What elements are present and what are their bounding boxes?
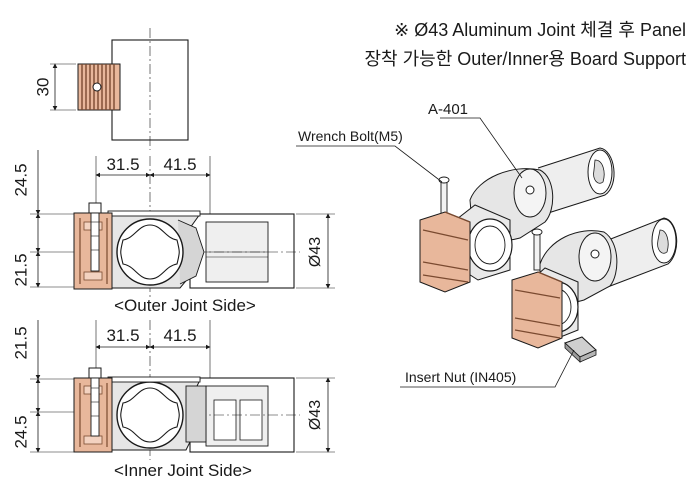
inner-joint-body [107, 376, 207, 451]
header-line-2: 장착 가능한 Outer/Inner용 Board Support [364, 49, 687, 69]
isometric-view: A-401 Wrench Bolt(M5) Insert Nut (IN405) [296, 101, 678, 388]
outer-joint-view: 31.5 41.5 24.5 21.5 Ø43 [11, 150, 335, 315]
dim-inner-dia: Ø43 [307, 400, 324, 430]
dim-inner-21-5: 21.5 [11, 326, 30, 359]
outer-pipe [160, 213, 300, 289]
header-line-1: ※ Ø43 Aluminum Joint 체결 후 Panel [394, 20, 686, 40]
outer-caption: <Outer Joint Side> [114, 296, 256, 315]
dim-outer-dia: Ø43 [307, 237, 324, 267]
inner-joint-view: 31.5 41.5 21.5 24.5 Ø43 [11, 320, 335, 480]
dim-inner-41-5: 41.5 [163, 326, 196, 345]
iso-board-support-lower [511, 271, 563, 349]
dim-outer-21-5: 21.5 [11, 253, 30, 286]
inner-caption: <Inner Joint Side> [114, 461, 252, 480]
iso-pipe-upper [537, 147, 615, 215]
dim-outer-41-5: 41.5 [163, 155, 196, 174]
label-wrench-bolt: Wrench Bolt(M5) [298, 128, 403, 144]
label-a401: A-401 [428, 101, 468, 118]
top-view: 30 [33, 28, 189, 150]
inner-pipe [160, 377, 300, 453]
outer-board-support [73, 202, 113, 290]
dim-outer-31-5: 31.5 [106, 155, 139, 174]
dim-inner-31-5: 31.5 [106, 326, 139, 345]
iso-board-support-upper [419, 211, 471, 293]
dim-inner-24-5: 24.5 [11, 415, 30, 448]
label-insert-nut: Insert Nut (IN405) [405, 369, 516, 385]
iso-wrench-bolt-lower [531, 228, 543, 271]
iso-pipe-lower [597, 217, 678, 289]
dim-outer-24-5: 24.5 [11, 163, 30, 196]
outer-joint-body [107, 210, 205, 289]
dim-top-30: 30 [33, 78, 52, 97]
inner-board-support [73, 367, 113, 453]
top-board-support [77, 63, 121, 111]
